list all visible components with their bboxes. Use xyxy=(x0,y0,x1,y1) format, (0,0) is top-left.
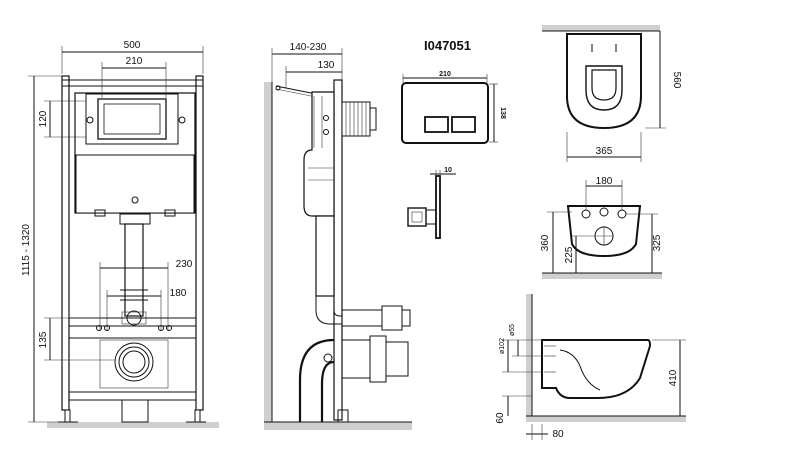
flush-button-right xyxy=(451,116,476,133)
frame-upright xyxy=(333,79,343,421)
wall-hatch-top xyxy=(542,25,660,31)
dim-toilet-length: 560 xyxy=(671,72,682,89)
toilet-side-view: 410 ø102 ø55 60 80 xyxy=(495,294,686,440)
dim-height-range: 1115 - 1320 xyxy=(21,224,32,276)
dim-width-inner: 210 xyxy=(126,56,143,67)
drain-bend xyxy=(298,338,335,422)
dim-depth-range: 140-230 xyxy=(290,42,327,53)
dim-width-total: 500 xyxy=(124,40,141,51)
dim-wall-gap: 80 xyxy=(552,429,564,440)
flush-plate-front xyxy=(401,82,489,144)
dim-pipe-offset-1: 230 xyxy=(176,259,193,270)
dim-drain-height: 135 xyxy=(38,331,49,348)
toilet-rear-view: 180 360 225 325 xyxy=(540,176,663,279)
dim-diameter-1: ø102 xyxy=(499,338,506,354)
floor-hatch-front xyxy=(47,422,219,428)
drain-outlet xyxy=(114,342,154,382)
dim-toilet-width: 365 xyxy=(596,146,613,157)
dim-diameter-2: ø55 xyxy=(509,324,516,336)
cistern-side xyxy=(303,91,335,217)
dim-plate-height: 138 xyxy=(499,107,506,119)
floor-hatch-toilet xyxy=(526,416,686,422)
toilet-top-view: 560 365 xyxy=(542,25,682,162)
flush-pipe xyxy=(124,223,144,317)
actuator-ribs xyxy=(341,101,371,137)
dim-height-1: 360 xyxy=(540,234,551,251)
flush-plate-side xyxy=(435,175,441,239)
dim-plate-thickness: 10 xyxy=(444,167,452,174)
flush-button-left xyxy=(424,116,449,133)
model-code: I047051 xyxy=(424,38,471,53)
side-view: 140-230 130 xyxy=(264,42,412,430)
toilet-bowl-side xyxy=(541,339,652,399)
dim-floor-offset: 60 xyxy=(495,412,506,424)
flush-plate: I047051 210 138 10 xyxy=(401,38,506,239)
frame-right-post xyxy=(195,75,204,411)
wall-hatch-side xyxy=(264,82,272,422)
dim-hole-spacing: 180 xyxy=(596,176,613,187)
dim-panel-height: 120 xyxy=(38,110,49,127)
dim-side-height: 410 xyxy=(668,369,679,386)
dim-depth-fixed: 130 xyxy=(318,60,335,71)
dim-height-3: 325 xyxy=(652,234,663,251)
wall-hatch-toilet xyxy=(526,294,532,416)
front-view: 500 210 1115 - 1320 120 230 180 135 xyxy=(21,40,219,428)
floor-hatch-rear xyxy=(542,273,662,279)
dim-pipe-offset-2: 180 xyxy=(170,288,187,299)
dim-plate-width: 210 xyxy=(439,71,451,78)
dim-height-2: 225 xyxy=(564,246,575,263)
floor-hatch-side xyxy=(264,422,412,430)
